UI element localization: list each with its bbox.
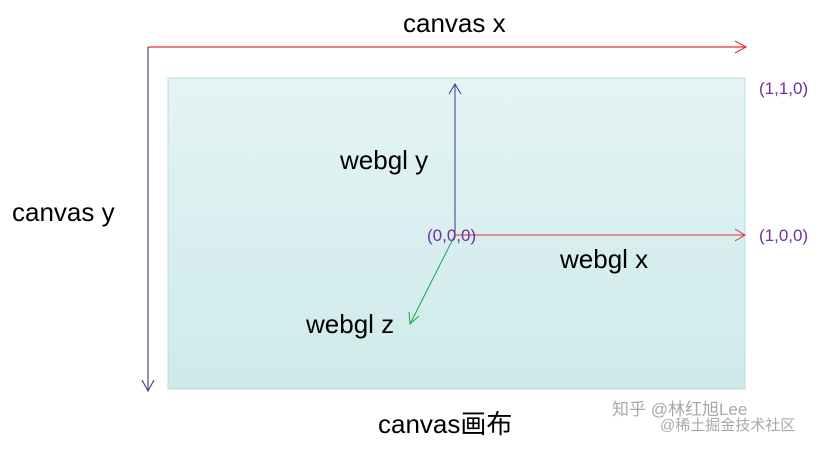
webgl-y-axis	[448, 83, 462, 235]
webgl-z-axis	[408, 234, 456, 326]
webgl-y-label: webgl y	[340, 145, 429, 175]
corner-coordinate: (1,1,0)	[759, 79, 809, 98]
webgl-x-label: webgl x	[560, 244, 649, 274]
canvas-x-label: canvas x	[403, 8, 506, 38]
canvas-area	[167, 77, 746, 390]
webgl-z-label: webgl z	[306, 309, 395, 339]
x-end-coordinate: (1,0,0)	[759, 226, 809, 245]
canvas-x-axis	[148, 40, 748, 54]
canvas-y-label: canvas y	[12, 197, 115, 227]
webgl-x-axis	[455, 228, 746, 242]
canvas-caption: canvas画布	[378, 409, 513, 439]
watermark-zhihu: 知乎 @林红旭Lee	[612, 400, 748, 419]
watermark-juejin: @稀土掘金技术社区	[660, 417, 796, 434]
origin-coordinate: (0,0,0)	[427, 226, 477, 245]
canvas-y-axis	[141, 47, 155, 393]
